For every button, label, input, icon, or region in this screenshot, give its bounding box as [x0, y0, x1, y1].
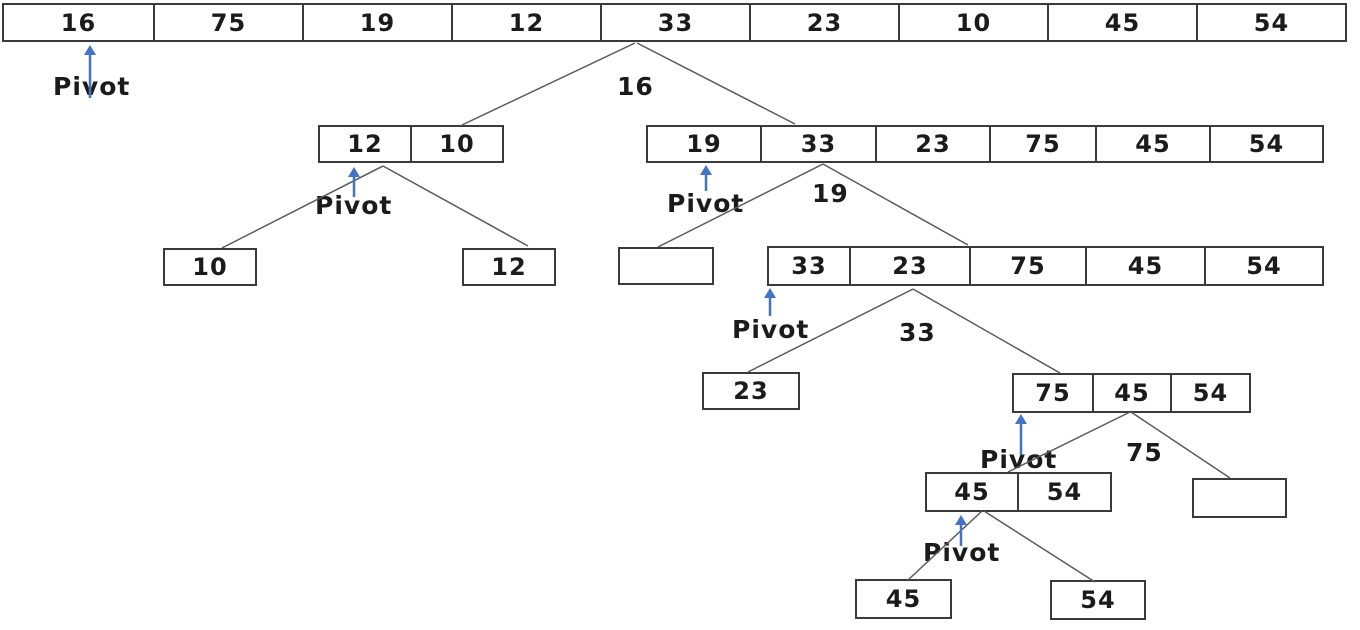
level3-array-cell-1: 23: [849, 248, 969, 284]
level6-box-45-cell-0: 45: [885, 585, 922, 613]
level4-array-cell-2: 54: [1170, 375, 1249, 411]
level4-array-cell-1: 45: [1092, 375, 1170, 411]
level5-empty-box: [1192, 478, 1287, 518]
partition-value-16: 16: [617, 72, 654, 101]
pivot-label-level1: Pivot: [53, 72, 131, 101]
level3-array-cell-3: 45: [1085, 248, 1204, 284]
level5-array-cell-0: 45: [954, 478, 990, 506]
pivot-label-level2-right: Pivot: [667, 189, 745, 218]
level3-array-cell-4: 54: [1204, 248, 1322, 284]
level6-box-45: 45: [855, 579, 952, 619]
branch-level1-right: [636, 42, 796, 125]
level2-right-array-cell-1: 33: [760, 127, 875, 161]
level3-box-10-cell-0: 10: [192, 253, 228, 281]
level3-array-cell-0: 33: [791, 252, 827, 280]
level1-array-cell-7: 45: [1047, 5, 1196, 40]
level6-box-54-cell-0: 54: [1080, 586, 1116, 614]
level2-right-array-cell-4: 45: [1095, 127, 1209, 161]
level2-left-array-cell-0: 12: [347, 130, 383, 158]
level5-empty-box-cell-0: [1194, 480, 1285, 516]
branch-level2-left-to-12: [382, 165, 529, 247]
pivot-label-level3: Pivot: [732, 315, 810, 344]
level1-array-cell-8: 54: [1196, 5, 1345, 40]
level2-right-array-cell-0: 19: [686, 130, 722, 158]
level3-empty-box: [618, 247, 714, 285]
level4-array-cell-0: 75: [1035, 379, 1071, 407]
level3-box-10: 10: [163, 248, 257, 286]
level3-empty-box-cell-0: [620, 249, 712, 283]
level2-left-array-cell-1: 10: [410, 127, 502, 161]
level1-array-cell-6: 10: [898, 5, 1047, 40]
level2-left-array: 12 10: [318, 125, 504, 163]
level2-right-array-cell-3: 75: [989, 127, 1095, 161]
pivot-arrow-level3: [764, 288, 776, 316]
level4-box-23: 23: [702, 372, 800, 410]
pivot-label-level5: Pivot: [923, 538, 1001, 567]
level3-box-12: 12: [462, 248, 556, 286]
level1-array-cell-3: 12: [451, 5, 600, 40]
branch-level5-to-54: [983, 510, 1096, 583]
level1-array-cell-5: 23: [749, 5, 898, 40]
branch-level1-left: [461, 42, 636, 126]
partition-value-33: 33: [899, 318, 936, 347]
level1-array-cell-1: 75: [153, 5, 302, 40]
partition-value-75: 75: [1126, 438, 1163, 467]
level3-box-12-cell-0: 12: [491, 253, 527, 281]
level3-array-cell-2: 75: [969, 248, 1085, 284]
pivot-label-level4: Pivot: [980, 445, 1058, 474]
level5-array-cell-1: 54: [1017, 474, 1110, 510]
level4-box-23-cell-0: 23: [733, 377, 769, 405]
level2-right-array-cell-2: 23: [875, 127, 989, 161]
level1-array-cell-2: 19: [302, 5, 451, 40]
level1-array-cell-4: 33: [600, 5, 749, 40]
level5-array: 45 54: [925, 472, 1112, 512]
partition-value-19: 19: [812, 179, 849, 208]
level6-box-54: 54: [1050, 580, 1146, 620]
pivot-label-level2-left: Pivot: [315, 191, 393, 220]
level2-right-array-cell-5: 54: [1209, 127, 1322, 161]
pivot-arrow-level2-right: [700, 165, 712, 191]
level1-array-cell-0: 16: [60, 8, 97, 37]
